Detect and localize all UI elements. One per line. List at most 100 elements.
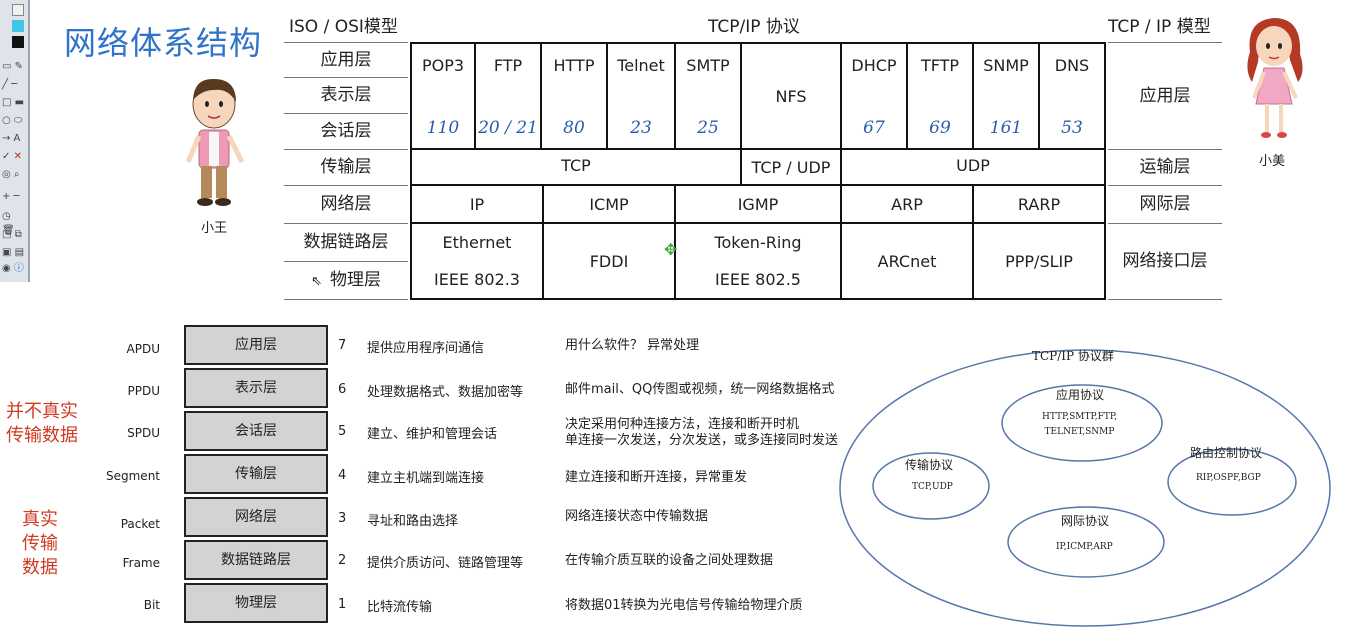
protocol-port: 161 (989, 118, 1023, 138)
protocol-port: 23 (630, 118, 652, 138)
delete-icon[interactable]: ◷ 🗑 (2, 211, 15, 236)
layer-box-datalink: 数据链路层 (184, 540, 328, 580)
tcpip-model-link: 网络接口层 (1108, 224, 1222, 300)
tcpip-model-transport: 运输层 (1108, 150, 1222, 186)
info-icon[interactable]: ◉ ⓘ (2, 263, 24, 274)
pdu-frame: Frame (122, 556, 160, 570)
color-swatch-black[interactable] (12, 36, 24, 48)
transport-protocol-title: 传输协议 (905, 458, 954, 472)
network-icmp: ICMP (542, 184, 676, 224)
page-title: 网络体系结构 (64, 24, 263, 62)
transport-tcp: TCP (410, 148, 742, 186)
check-tool-icon[interactable]: ✓ ✕ (2, 151, 22, 162)
link-ppp-slip: PPP/SLIP (972, 222, 1106, 300)
protocol-name: HTTP (553, 56, 595, 75)
layer-number: 7 (338, 338, 347, 353)
tcpip-suite-diagram (839, 349, 1331, 627)
link-arcnet: ARCnet (840, 222, 974, 300)
drawing-toolbar[interactable]: ▭ ✎ ╱ ─ □ ▬ ○ ⬭ → A ✓ ✕ ◎ ⌕ + ─ ◷ 🗑 ◳ ⧉ … (0, 0, 30, 282)
routing-protocol-items: RIP,OSPF,BGP (1196, 473, 1261, 483)
layer-note: 在传输介质互联的设备之间处理数据 (565, 553, 774, 568)
app-protocol-title: 应用协议 (1056, 388, 1105, 402)
tcpip-model-application: 应用层 (1108, 42, 1222, 150)
tcpip-model-internet: 网际层 (1108, 186, 1222, 224)
osi-layer-physical-label: 物理层 (329, 270, 381, 290)
select-tool-icon[interactable]: ▭ ✎ (2, 61, 24, 72)
ellipse-tool-icon[interactable]: ○ ⬭ (2, 115, 23, 126)
layer-box-presentation: 表示层 (184, 368, 328, 408)
plus-minus-icon[interactable]: + ─ (2, 191, 20, 202)
layer-description: 提供介质访问、链路管理等 (367, 556, 524, 571)
protocol-nfs: NFS (740, 42, 842, 150)
zoom-tool-icon[interactable]: ◎ ⌕ (2, 169, 20, 180)
layer-description: 建立主机端到端连接 (367, 471, 485, 486)
protocol-name: POP3 (421, 56, 465, 75)
layer-description: 处理数据格式、数据加密等 (367, 385, 524, 400)
protocol-name: NFS (775, 86, 807, 106)
app-protocol-items: HTTP,SMTP,FTP, TELNET,SNMP (1042, 412, 1117, 437)
protocol-port: 110 (426, 118, 460, 138)
text-tool-icon[interactable]: → A (2, 133, 21, 144)
layer-number: 6 (338, 382, 347, 397)
link-token-name: Token-Ring (714, 233, 802, 252)
osi-layer-application: 应用层 (284, 42, 408, 78)
copy-icon[interactable]: ◳ ⧉ (2, 229, 22, 240)
osi-layer-network: 网络层 (284, 186, 408, 224)
move-cursor-icon: ✥ (664, 240, 678, 259)
tcpip-protocol-header: TCP/IP 协议 (708, 17, 800, 37)
rect-tool-icon[interactable]: □ ▬ (2, 97, 25, 108)
routing-protocol-title: 路由控制协议 (1190, 446, 1263, 460)
transport-tcp-udp: TCP / UDP (740, 148, 842, 186)
network-rarp: RARP (972, 184, 1106, 224)
layer-number: 4 (338, 468, 347, 483)
line-tool-icon[interactable]: ╱ ─ (2, 79, 18, 90)
transport-udp: UDP (840, 148, 1106, 186)
network-ip: IP (410, 184, 544, 224)
protocol-name: SMTP (686, 56, 730, 75)
osi-layer-presentation: 表示层 (284, 78, 408, 114)
layer-number: 3 (338, 511, 347, 526)
internet-protocol-ellipse (1007, 506, 1165, 578)
app-protocol-ellipse (1001, 384, 1163, 462)
color-swatch-white[interactable] (12, 4, 24, 16)
color-swatch-cyan[interactable] (12, 20, 24, 32)
protocol-pop3: POP3 110 (410, 42, 476, 150)
layer-number: 1 (338, 597, 347, 612)
save-icon[interactable]: ▣ ▤ (2, 247, 25, 258)
pdu-apdu: APDU (126, 342, 160, 356)
osi-model-header: ISO / OSI模型 (289, 17, 398, 37)
protocol-dhcp: DHCP 67 (840, 42, 908, 150)
layer-note: 建立连接和断开连接，异常重发 (565, 470, 748, 485)
layer-description: 提供应用程序间通信 (367, 341, 485, 356)
girl-name: 小美 (1259, 154, 1286, 169)
osi-layer-session: 会话层 (284, 114, 408, 150)
protocol-port: 67 (863, 118, 885, 138)
protocol-name: DNS (1054, 56, 1090, 75)
osi-layer-datalink: 数据链路层 (284, 224, 408, 262)
layer-box-application: 应用层 (184, 325, 328, 365)
osi-layer-physical: ⇖物理层 (284, 262, 408, 300)
pdu-packet: Packet (120, 517, 160, 531)
protocol-name: SNMP (983, 56, 1029, 75)
network-igmp: IGMP (674, 184, 842, 224)
girl-character-icon (1247, 18, 1303, 138)
link-ethernet-std: IEEE 802.3 (434, 270, 520, 289)
protocol-name: DHCP (851, 56, 897, 75)
layer-number: 2 (338, 553, 347, 568)
layer-note: 网络连接状态中传输数据 (565, 509, 709, 524)
protocol-port: 69 (929, 118, 951, 138)
layer-number: 5 (338, 424, 347, 439)
tcpip-model-header: TCP / IP 模型 (1108, 17, 1211, 37)
pdu-segment: Segment (106, 469, 160, 483)
network-arp: ARP (840, 184, 974, 224)
transport-protocol-items: TCP,UDP (912, 482, 953, 492)
real-transmission-note: 真实 传输 数据 (22, 509, 58, 578)
internet-protocol-items: IP,ICMP,ARP (1056, 542, 1113, 552)
suite-outer-ellipse (839, 349, 1331, 627)
internet-protocol-title: 网际协议 (1061, 514, 1110, 528)
